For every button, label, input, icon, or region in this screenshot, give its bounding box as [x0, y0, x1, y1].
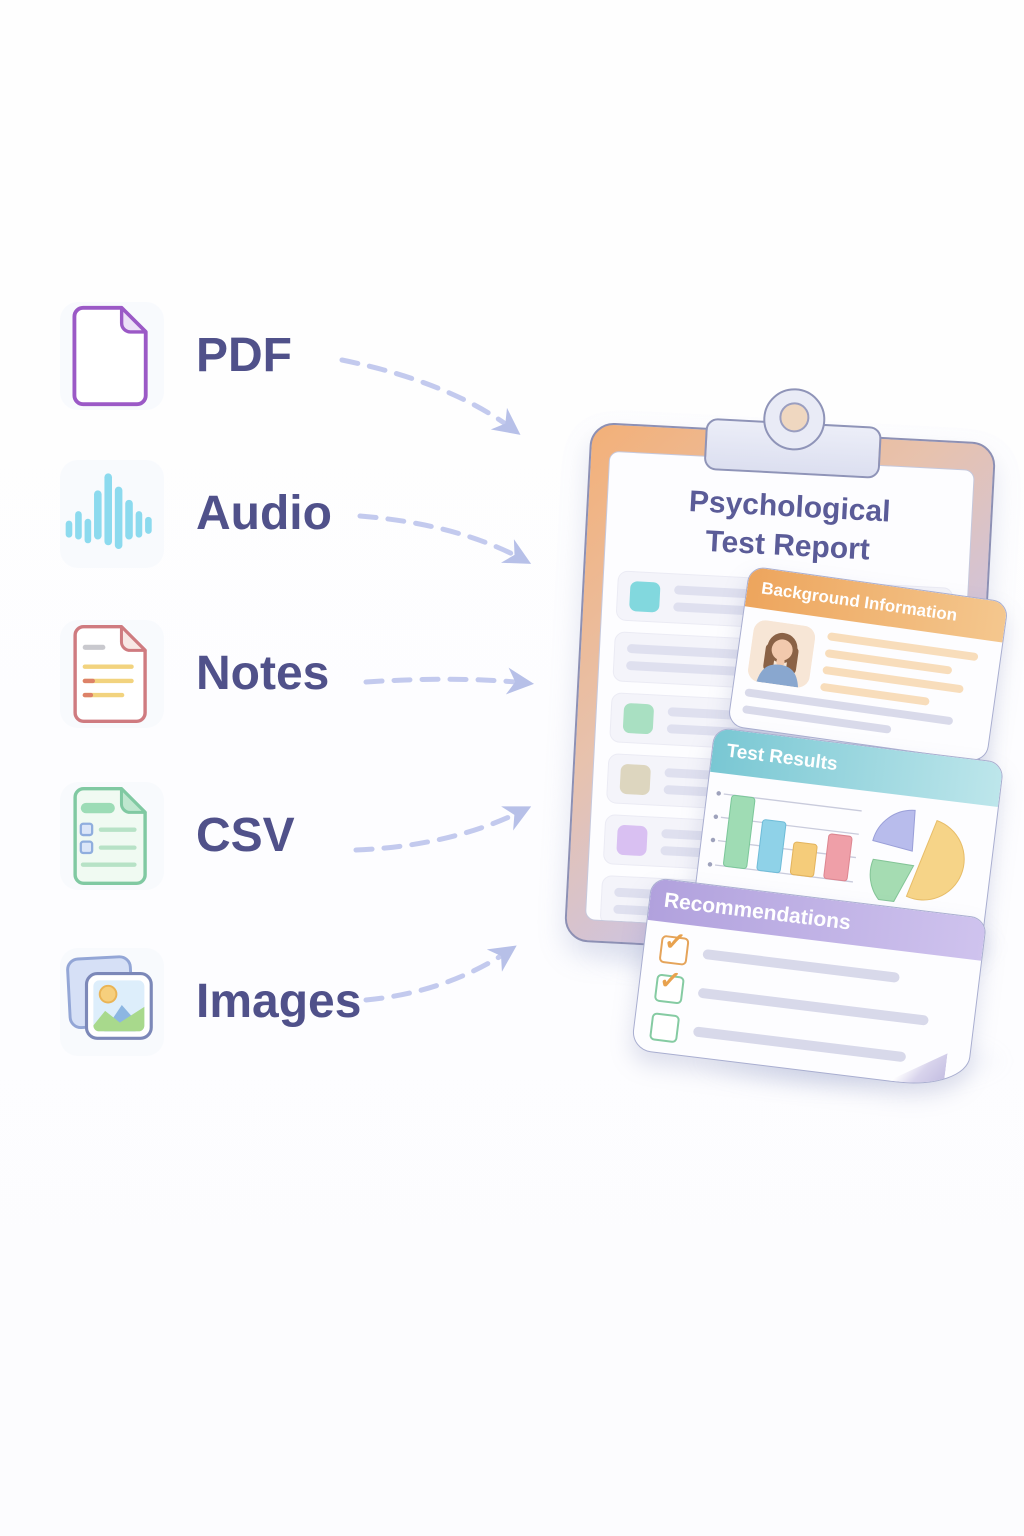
arrow-audio	[357, 513, 532, 564]
input-item-pdf: PDF	[60, 302, 292, 410]
arrow-csv	[353, 806, 532, 853]
checkbox-checked-icon: ✓	[658, 925, 690, 966]
report-title-line1: Psychological	[688, 484, 892, 529]
checkbox-checked-icon: ✓	[653, 964, 685, 1005]
bar-chart	[723, 794, 853, 882]
arrow-notes	[363, 667, 535, 695]
input-label-pdf: PDF	[196, 329, 292, 382]
checkbox-empty-icon	[648, 1012, 681, 1044]
input-label-audio: Audio	[196, 487, 332, 540]
row-marker-tan	[619, 763, 651, 796]
report-title-line2: Test Report	[704, 524, 871, 567]
notes-document-icon	[60, 620, 164, 728]
report-title: Psychological Test Report	[615, 478, 963, 574]
input-item-images: Images	[60, 948, 361, 1056]
pie-chart	[869, 809, 965, 902]
images-photo-icon	[60, 948, 164, 1056]
row-marker-purple	[616, 824, 648, 857]
input-item-csv: CSV	[60, 782, 295, 890]
card-background-information: Background Information	[727, 565, 1009, 763]
row-marker-green	[622, 702, 655, 735]
input-label-notes: Notes	[196, 647, 330, 700]
arrow-images	[363, 945, 517, 1003]
patient-avatar	[746, 618, 817, 689]
row-marker-teal	[629, 581, 661, 613]
input-label-images: Images	[196, 975, 362, 1028]
input-item-audio: Audio	[60, 460, 332, 568]
audio-waveform-icon	[60, 460, 164, 568]
clipboard-clip	[703, 386, 883, 479]
csv-spreadsheet-icon	[60, 782, 164, 890]
background-card-body	[734, 606, 1002, 720]
input-item-notes: Notes	[60, 620, 329, 728]
input-label-csv: CSV	[196, 809, 295, 862]
arrow-pdf	[339, 357, 521, 435]
pdf-document-icon	[60, 302, 164, 410]
